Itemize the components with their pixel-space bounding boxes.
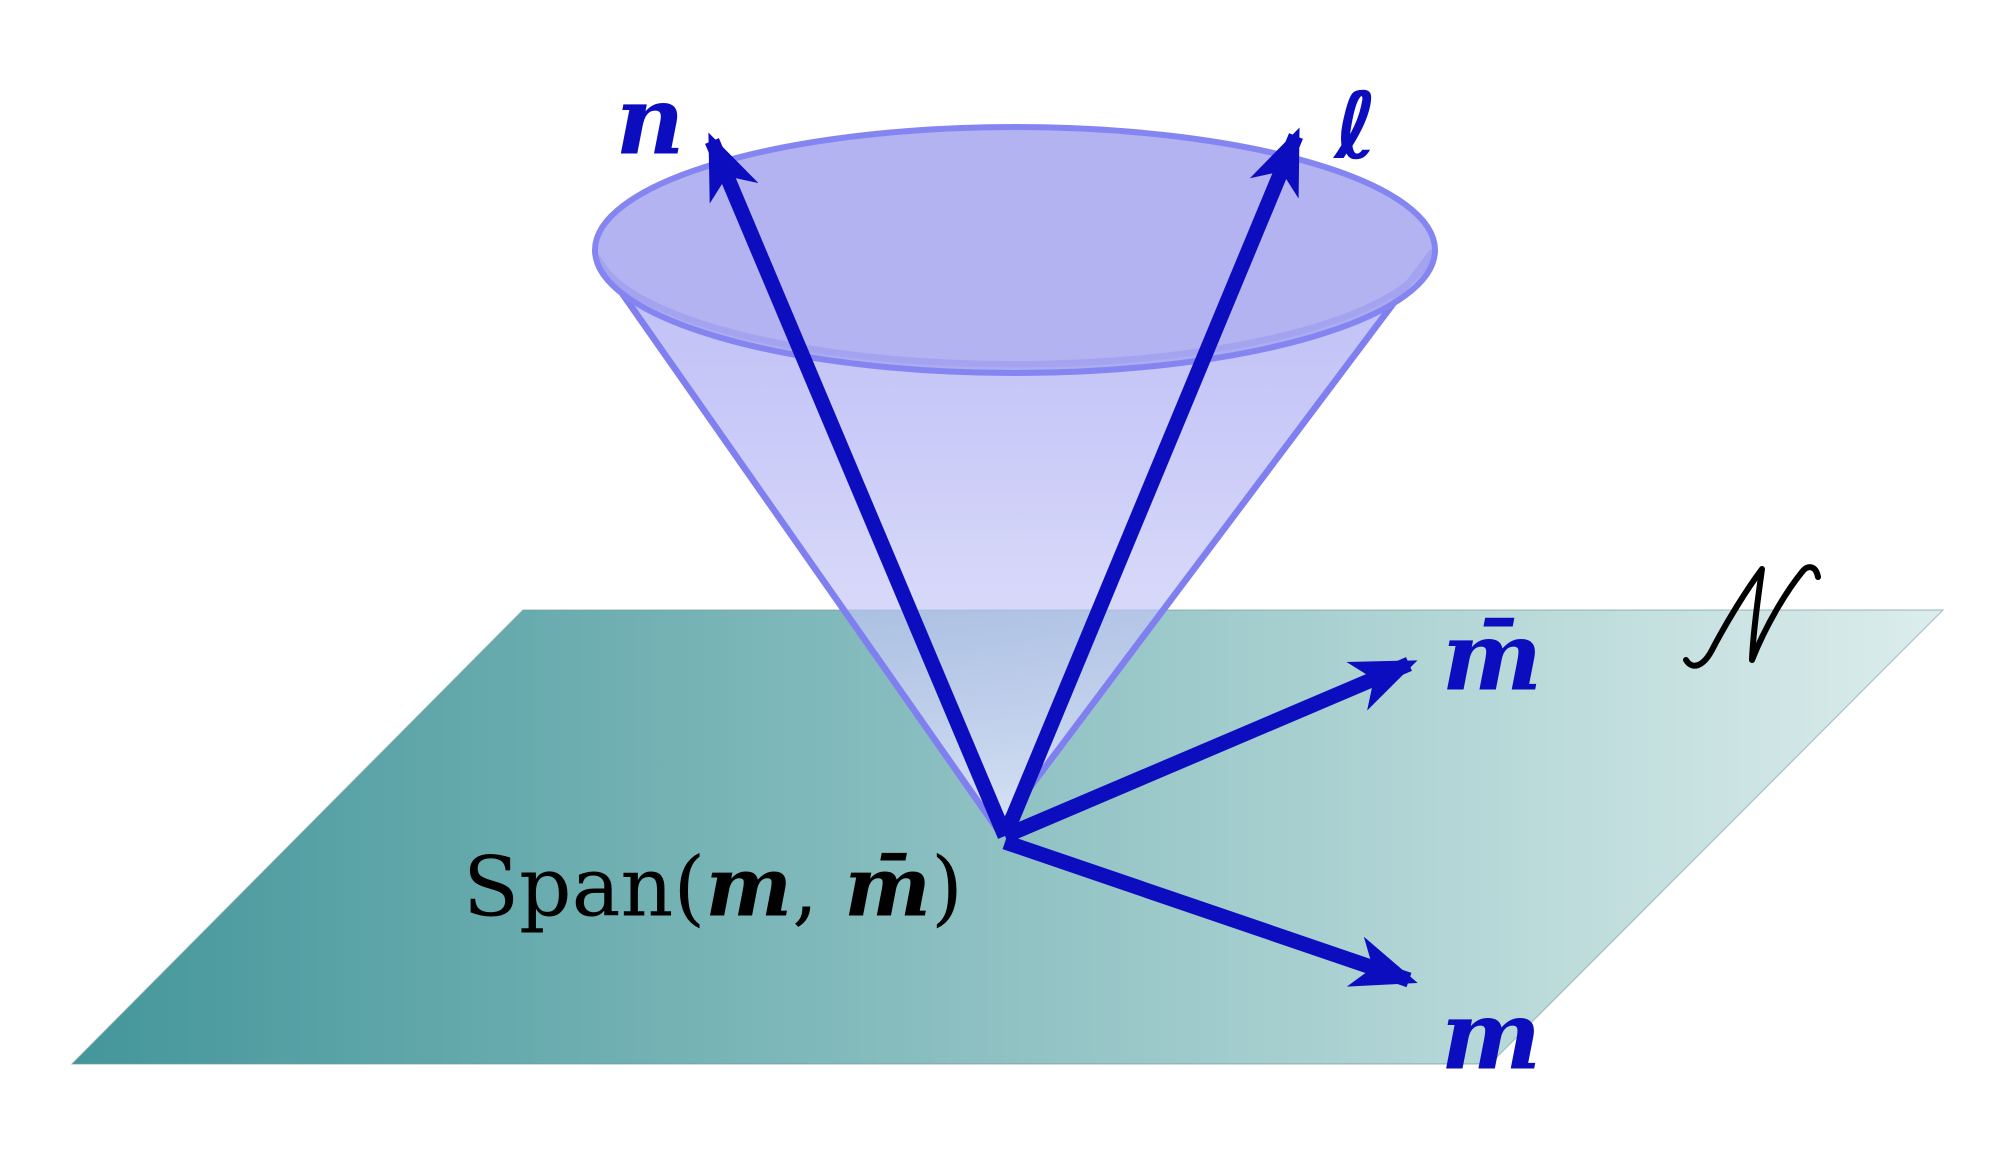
- vector-m-bar-label: m̄: [1441, 601, 1543, 713]
- vector-m-bar-arrow: [1002, 657, 1418, 843]
- vector-ell-arrow: [998, 127, 1303, 839]
- light-cone-ellipse-rim: [592, 124, 1438, 376]
- vector-m-label: m: [1440, 980, 1542, 1092]
- span-label-suffix: ): [931, 840, 964, 936]
- span-plane-label: Span(m, m̄): [463, 847, 963, 930]
- vector-ell-label: ℓ: [1334, 72, 1378, 180]
- vector-m-arrow: [1002, 834, 1418, 988]
- script-N-label: [1683, 564, 1821, 669]
- vector-n-arrow: [705, 132, 1012, 839]
- span-label-prefix: Span(: [462, 840, 706, 936]
- vector-arrows: [705, 127, 1418, 988]
- span-label-m-bar: m̄: [844, 839, 932, 936]
- span-label-separator: ,: [792, 840, 845, 936]
- vector-n-label: n: [615, 65, 685, 177]
- span-label-m: m: [705, 839, 793, 936]
